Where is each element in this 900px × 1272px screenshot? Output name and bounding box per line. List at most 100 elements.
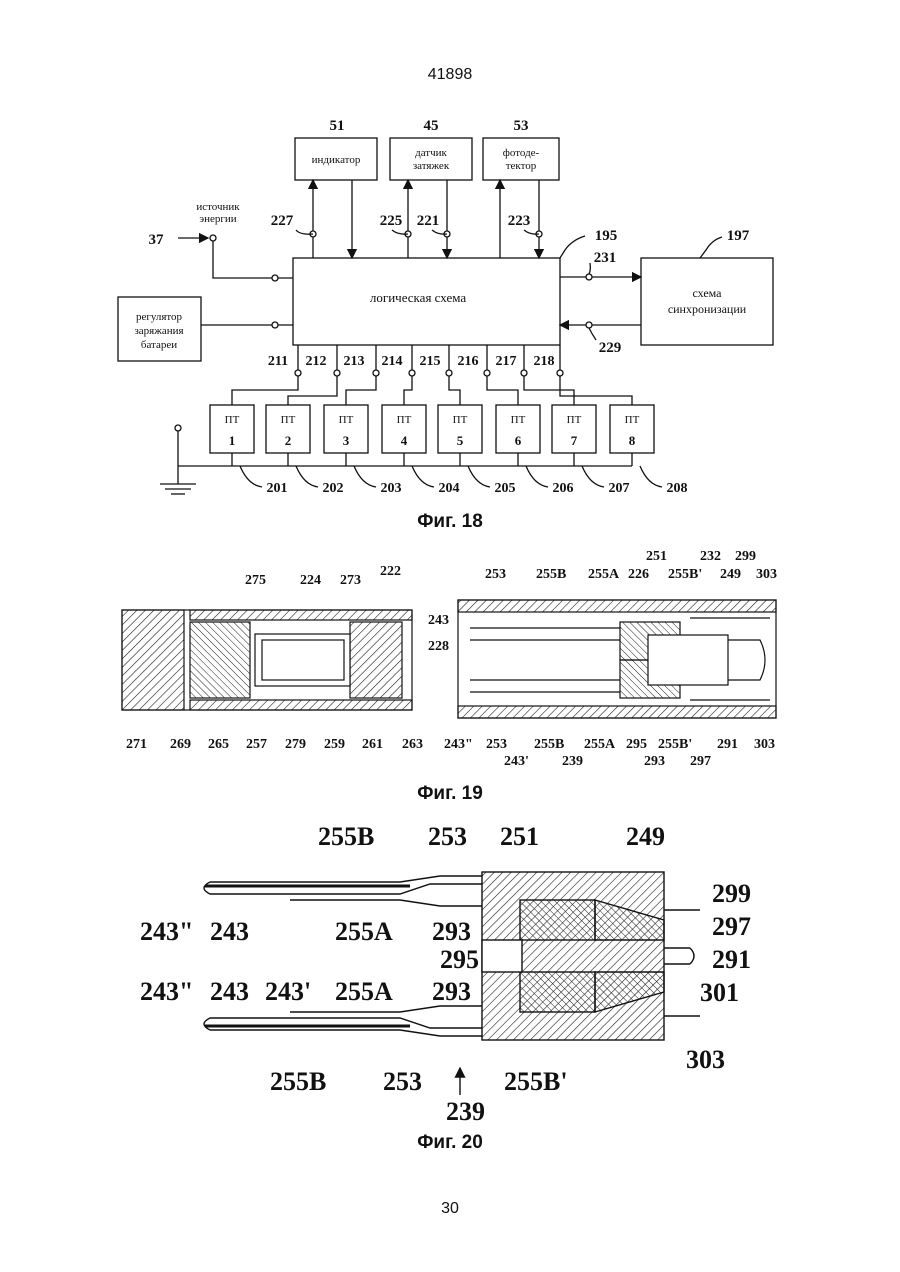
ref-227: 227	[271, 213, 294, 229]
ref-229: 229	[599, 340, 622, 356]
ref20-251: 251	[500, 822, 539, 851]
ref20-297: 297	[712, 912, 751, 941]
ref-puff-sensor: 45	[424, 118, 439, 134]
ref-r-255B-b: 255B	[534, 737, 564, 752]
ref20-255B: 255B	[318, 822, 374, 851]
ref20-243-top: 243	[210, 917, 249, 946]
ref-279: 279	[285, 737, 306, 752]
ref20-255B-bot: 255B	[270, 1067, 326, 1096]
ref20-291: 291	[712, 945, 751, 974]
ref-r-226: 226	[628, 567, 649, 582]
photodetector-label-1: фотоде-	[503, 147, 540, 159]
heater-label: ПТ	[453, 414, 468, 426]
heater-ref: 204	[439, 481, 460, 496]
ref-r-291: 291	[717, 737, 738, 752]
ref20-295: 295	[440, 945, 479, 974]
heater-number: 3	[343, 433, 350, 448]
ref-225: 225	[380, 213, 403, 229]
ref-r-253: 253	[485, 567, 506, 582]
ref-r-255B: 255B	[536, 567, 566, 582]
ref-r-232: 232	[700, 549, 721, 564]
battery-reg-label-1: регулятор	[136, 311, 183, 323]
fig18-caption: Фиг. 18	[0, 511, 900, 533]
ref-indicator: 51	[330, 118, 345, 134]
ref-221: 221	[417, 213, 440, 229]
ref-231: 231	[594, 250, 617, 266]
heater-label: ПТ	[511, 414, 526, 426]
ref-261: 261	[362, 737, 383, 752]
ref-212: 212	[306, 354, 327, 369]
photodetector-label-2: тектор	[506, 160, 537, 172]
indicator-label: индикатор	[312, 154, 361, 166]
ref-223: 223	[508, 213, 531, 229]
energy-source-label-1: источник	[196, 201, 240, 213]
ref-r-299: 299	[735, 549, 756, 564]
energy-source-label-2: энергии	[199, 213, 236, 225]
ref-r-303-b: 303	[754, 737, 775, 752]
sync-label-1: схема	[692, 286, 722, 300]
ref-265: 265	[208, 737, 229, 752]
ref-211: 211	[268, 354, 288, 369]
ref-273: 273	[340, 573, 361, 588]
heater-ref: 207	[609, 481, 630, 496]
ref-r-243dq: 243"	[444, 737, 473, 752]
ref-r-295: 295	[626, 737, 647, 752]
ref-224: 224	[300, 573, 321, 588]
ref-222: 222	[380, 564, 401, 579]
ref-215: 215	[420, 354, 441, 369]
ref-263: 263	[402, 737, 423, 752]
battery-reg-label-2: заряжания	[134, 325, 183, 337]
ref-r-297: 297	[690, 754, 711, 769]
puff-sensor-label-1: датчик	[415, 147, 447, 159]
ref20-243dq-top: 243"	[140, 917, 193, 946]
heater-ref: 208	[667, 481, 688, 496]
ref20-255A-top: 255A	[335, 917, 393, 946]
fig18-text: 51 45 53 индикатор датчик затяжек фотоде…	[134, 118, 749, 496]
ref20-255A-bot: 255A	[335, 977, 393, 1006]
heater-label: ПТ	[397, 414, 412, 426]
ref20-293-bot: 293	[432, 977, 471, 1006]
fig19-right-drawing	[458, 600, 776, 718]
heater-number: 8	[629, 433, 636, 448]
heater-number: 4	[401, 433, 408, 448]
heater-label: ПТ	[225, 414, 240, 426]
output-refs: 211 212 213 214 215 216 217 218	[268, 354, 555, 369]
ref-r-249: 249	[720, 567, 741, 582]
ref-r-228: 228	[428, 639, 449, 654]
ref-r-255A: 255A	[588, 567, 620, 582]
fig20-caption: Фиг. 20	[0, 1132, 900, 1154]
ref-energy-source: 37	[149, 232, 165, 248]
ref-r-253-b: 253	[486, 737, 507, 752]
heater-label: ПТ	[281, 414, 296, 426]
ref20-249: 249	[626, 822, 665, 851]
puff-sensor-label-2: затяжек	[413, 160, 450, 172]
fig18-diagram	[118, 138, 773, 494]
battery-reg-label-3: батареи	[141, 339, 177, 351]
ref-r-303-top: 303	[756, 567, 777, 582]
logic-label: логическая схема	[370, 290, 466, 305]
heater-ref: 205	[495, 481, 516, 496]
ref-213: 213	[344, 354, 365, 369]
ref20-253-bot: 253	[383, 1067, 422, 1096]
sync-label-2: синхронизации	[668, 302, 747, 316]
heater-number: 1	[229, 433, 236, 448]
ref-logic: 195	[595, 228, 618, 244]
ref-218: 218	[534, 354, 555, 369]
heater-labels: ПТ1201ПТ2202ПТ3203ПТ4204ПТ5205ПТ6206ПТ72…	[225, 414, 688, 496]
ref-r-293: 293	[644, 754, 665, 769]
ref20-243p: 243'	[265, 977, 311, 1006]
ref-217: 217	[496, 354, 517, 369]
ref20-299: 299	[712, 879, 751, 908]
ref-214: 214	[382, 354, 403, 369]
ref-sync: 197	[727, 228, 750, 244]
heater-number: 7	[571, 433, 578, 448]
ref20-303: 303	[686, 1045, 725, 1074]
heater-number: 6	[515, 433, 522, 448]
ref-r-255Bp: 255B'	[668, 567, 702, 582]
ref-photodetector: 53	[514, 118, 529, 134]
ref-r-251: 251	[646, 549, 667, 564]
ref-257: 257	[246, 737, 267, 752]
fig19-left-drawing	[122, 610, 412, 710]
ref-269: 269	[170, 737, 191, 752]
